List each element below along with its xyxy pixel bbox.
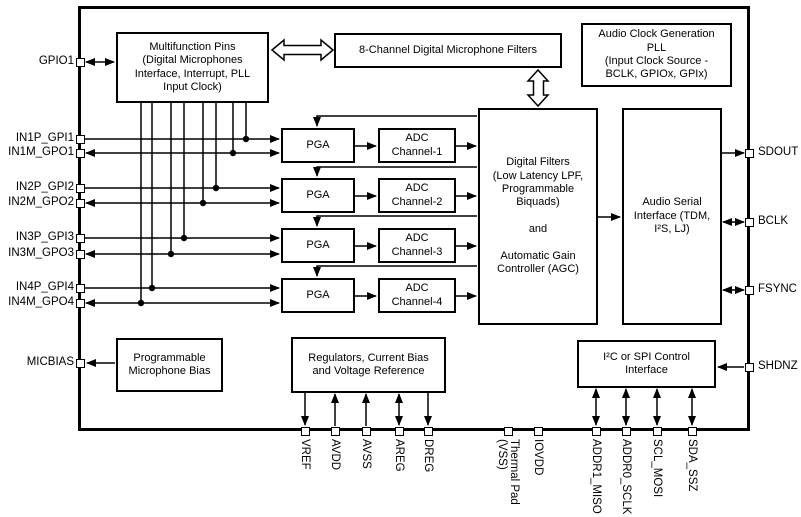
pin-gpio1	[76, 58, 85, 67]
pga-to-adc-arrows	[355, 142, 377, 300]
block-i2c-spi-interface: I²C or SPI Control Interface	[577, 340, 716, 388]
pin-micbias	[76, 359, 85, 368]
pin-label-in1p-gpi1: IN1P_GPI1	[15, 132, 74, 144]
pin-bclk	[745, 218, 754, 227]
serial-pin-arrows	[722, 149, 745, 294]
pin-addr1-miso	[592, 427, 601, 436]
pin-label-addr0-sclk: ADDR0_SCLK	[620, 439, 632, 515]
pin-sda-ssz	[688, 427, 697, 436]
pin-avdd	[331, 427, 340, 436]
block-multifunction-pins: Multifunction Pins (Digital Microphones …	[116, 32, 269, 103]
pin-label-vref: VREF	[299, 439, 311, 470]
pin-in4p-gpi4	[76, 284, 85, 293]
regulator-pin-arrows	[301, 393, 432, 426]
pin-label-addr1-miso: ADDR1_MISO	[590, 439, 602, 514]
pin-label-fsync: FSYNC	[758, 283, 797, 295]
pin-in1p-gpi1	[76, 135, 85, 144]
hollow-double-arrow-horizontal	[270, 38, 335, 62]
block-pga-4: PGA	[281, 278, 355, 313]
pin-scl-mosi	[653, 427, 662, 436]
junction-dots	[137, 135, 250, 307]
pin-in3p-gpi3	[76, 234, 85, 243]
pin-label-in2p-gpi2: IN2P_GPI2	[15, 181, 74, 193]
block-adc-channel-3: ADC Channel-3	[378, 228, 456, 263]
input-pin-lines	[85, 135, 280, 307]
block-pga-1: PGA	[281, 128, 355, 163]
block-dmic-filters: 8-Channel Digital Microphone Filters	[334, 33, 562, 68]
block-digital-filters: Digital Filters (Low Latency LPF, Progra…	[478, 108, 598, 325]
pin-label-in3m-gpo3: IN3M_GPO3	[8, 247, 74, 259]
pin-avss	[362, 427, 371, 436]
pin-label-areg: AREG	[393, 439, 405, 472]
control-pin-arrows	[592, 388, 696, 426]
multifunction-crossbar-lines	[137, 103, 250, 307]
pin-label-iovdd: IOVDD	[532, 439, 544, 476]
pin-vref	[301, 427, 310, 436]
pin-sdout	[745, 149, 754, 158]
pin-label-avdd: AVDD	[329, 439, 341, 471]
pin-fsync	[745, 286, 754, 295]
block-pga-2: PGA	[281, 178, 355, 213]
agc-feedback-arrows	[313, 115, 477, 277]
pin-label-in4m-gpo4: IN4M_GPO4	[8, 296, 74, 308]
pin-label-gpio1: GPIO1	[38, 55, 74, 67]
adc-to-filter-arrows	[456, 142, 477, 300]
block-adc-channel-2: ADC Channel-2	[378, 178, 456, 213]
pin-shdnz	[745, 363, 754, 372]
pin-label-in1m-gpo1: IN1M_GPO1	[8, 146, 74, 158]
pin-addr0-sclk	[622, 427, 631, 436]
block-audio-clock-pll: Audio Clock Generation PLL (Input Clock …	[581, 23, 732, 87]
block-mic-bias: Programmable Microphone Bias	[116, 338, 223, 392]
pin-label-micbias: MICBIAS	[26, 356, 74, 368]
pin-label-dreg: DREG	[422, 439, 434, 473]
pin-dreg	[424, 427, 433, 436]
pin-in2p-gpi2	[76, 184, 85, 193]
pin-label-thermal-pad: Thermal Pad (VSS)	[496, 439, 520, 505]
pin-label-avss: AVSS	[360, 439, 372, 469]
pin-label-in4p-gpi4: IN4P_GPI4	[15, 281, 74, 293]
block-audio-serial-interface: Audio Serial Interface (TDM, I²S, LJ)	[622, 108, 722, 325]
pin-in3m-gpo3	[76, 250, 85, 259]
pin-label-shdnz: SHDNZ	[758, 360, 798, 372]
block-regulators: Regulators, Current Bias and Voltage Ref…	[291, 337, 446, 393]
pin-thermal-pad	[504, 427, 513, 436]
block-adc-channel-1: ADC Channel-1	[378, 128, 456, 163]
block-adc-channel-4: ADC Channel-4	[378, 278, 456, 313]
pin-iovdd	[534, 427, 543, 436]
hollow-double-arrow-vertical	[526, 68, 550, 108]
block-pga-3: PGA	[281, 228, 355, 263]
pin-areg	[395, 427, 404, 436]
pin-label-in3p-gpi3: IN3P_GPI3	[15, 231, 74, 243]
pin-in1m-gpo1	[76, 149, 85, 158]
pin-label-sdout: SDOUT	[758, 146, 799, 158]
pin-label-in2m-gpo2: IN2M_GPO2	[8, 196, 74, 208]
pin-label-bclk: BCLK	[758, 215, 789, 227]
pin-label-sda-ssz: SDA_SSZ	[686, 439, 698, 492]
pin-in4m-gpo4	[76, 299, 85, 308]
pin-label-scl-mosi: SCL_MOSI	[651, 439, 663, 498]
pin-in2m-gpo2	[76, 199, 85, 208]
